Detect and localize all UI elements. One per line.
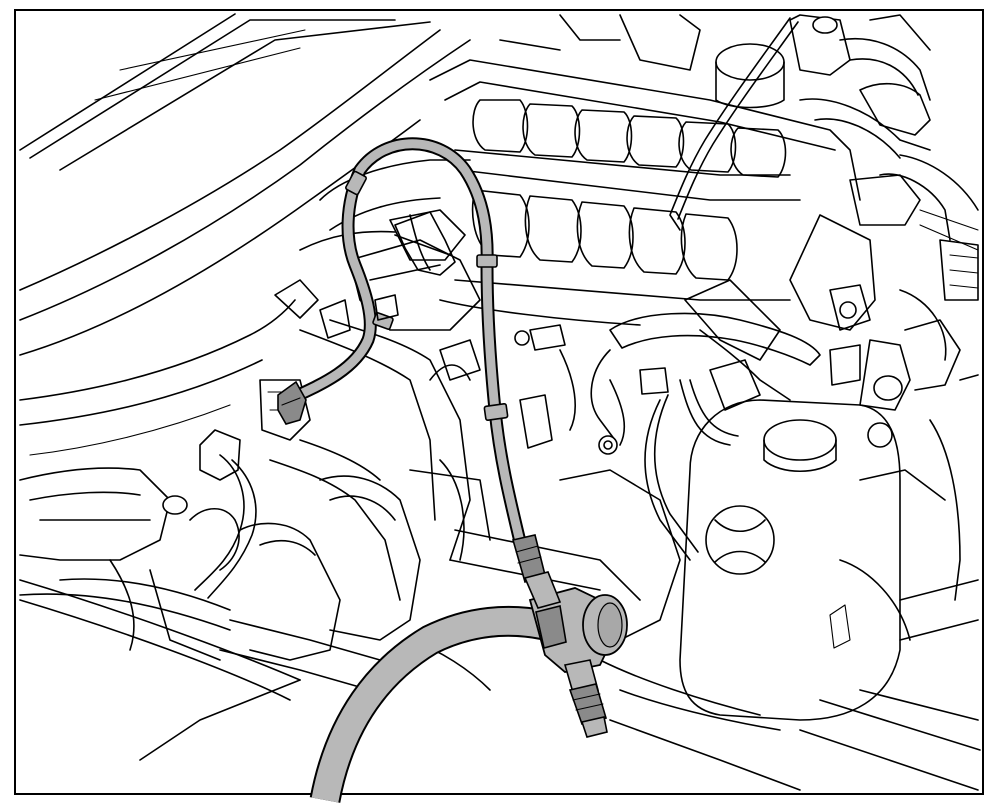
fuel-line-end-fitting: [277, 380, 307, 425]
upper-right-components: [499, 14, 979, 301]
valve-nut: [568, 683, 608, 725]
intake-manifold: [299, 59, 861, 326]
gauge-hose-body: [311, 607, 548, 803]
fuel-line-hose: [277, 137, 546, 584]
gauge-hose: [309, 605, 549, 803]
engine-block-front: [19, 209, 801, 791]
wiring-harness: [409, 279, 821, 641]
fuel-line-body: [287, 139, 527, 555]
pressure-gauge-fitting: [523, 571, 628, 738]
hose-clip: [374, 211, 456, 321]
right-side-components: [679, 214, 981, 791]
